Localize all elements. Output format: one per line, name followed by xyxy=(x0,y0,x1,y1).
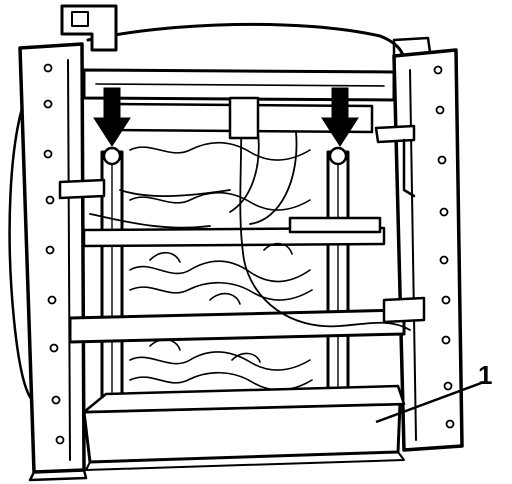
right-rail-bracket xyxy=(374,124,416,144)
callout-1-label: 1 xyxy=(478,360,492,390)
middle-cross-bar xyxy=(68,308,406,344)
side-brace-right xyxy=(382,296,426,324)
central-mechanism xyxy=(228,96,260,140)
cable-harness xyxy=(89,99,411,331)
left-down-arrow xyxy=(93,87,131,147)
top-mount-bracket xyxy=(60,4,118,52)
seat-pan-tray xyxy=(82,402,402,464)
lower-housing xyxy=(82,384,406,414)
cushion-outline xyxy=(86,22,406,72)
seat-pan-tray-rim xyxy=(85,451,405,471)
left-side-rail xyxy=(18,42,86,474)
right-rail-top-tab xyxy=(392,36,432,58)
mechanism-pivot xyxy=(288,216,382,234)
right-rail-holes xyxy=(433,65,455,429)
left-rail-holes xyxy=(43,63,65,445)
left-rail-front-flange xyxy=(28,468,88,482)
callout-1-leader xyxy=(375,380,485,424)
right-rail-hook xyxy=(402,138,416,198)
right-side-rail xyxy=(392,48,464,452)
right-rod-cap xyxy=(328,146,348,166)
left-rail-inner-edge xyxy=(67,59,71,461)
top-mount-slot xyxy=(71,11,89,27)
right-down-arrow xyxy=(321,87,359,147)
top-cross-member-lip xyxy=(95,83,385,87)
side-brace-left xyxy=(58,178,106,200)
left-rod-cap xyxy=(102,146,122,166)
cushion-left-bulge xyxy=(8,88,34,402)
spring-pattern xyxy=(129,141,313,391)
